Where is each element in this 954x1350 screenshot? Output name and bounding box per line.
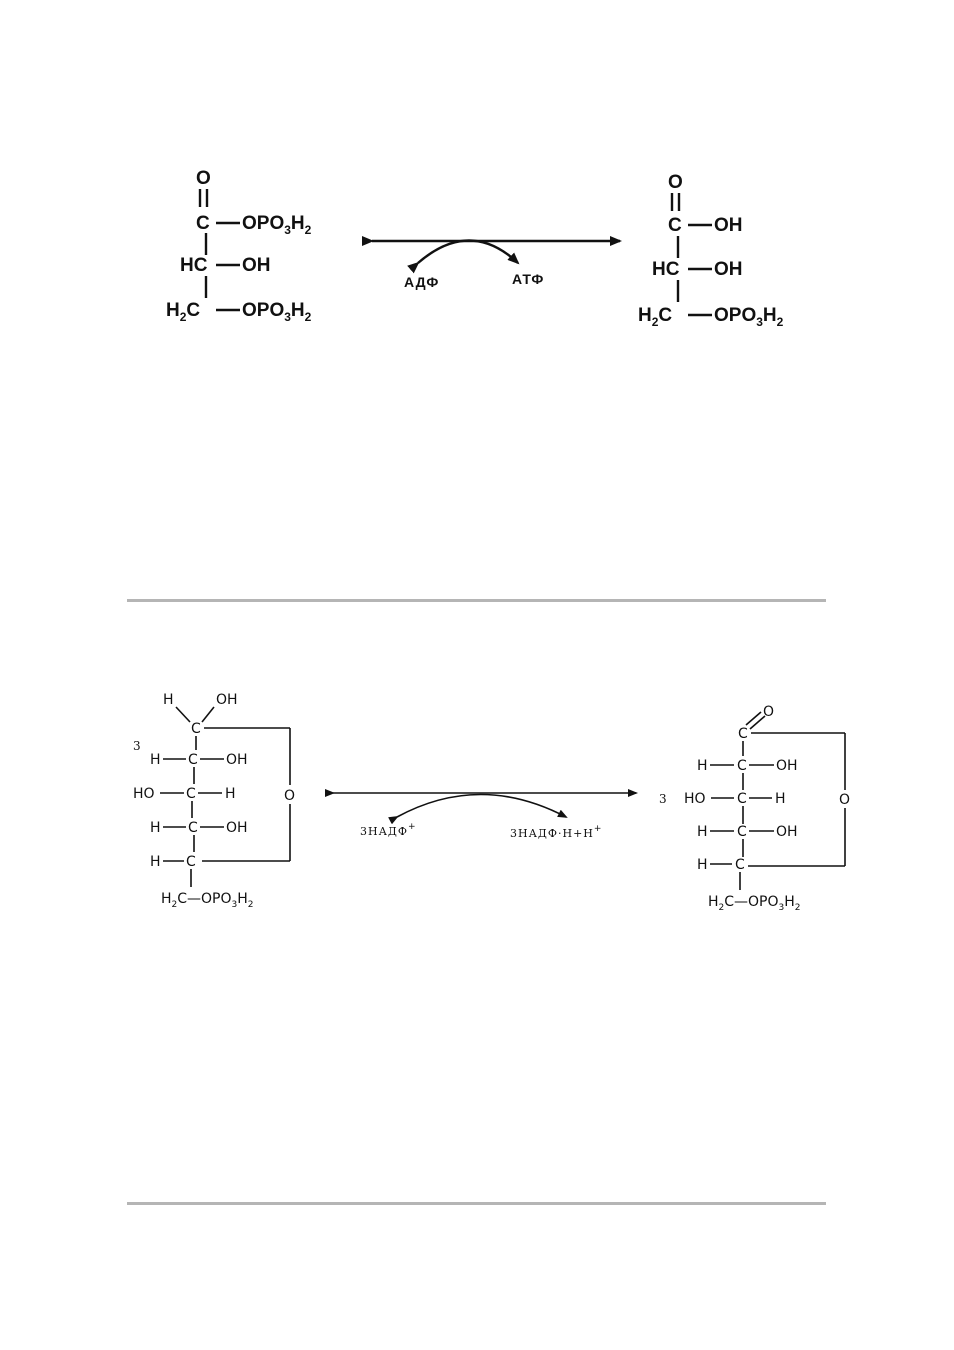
r1-carbon1: C xyxy=(196,213,210,234)
r2-product-coefficient: 3 xyxy=(659,792,667,806)
r1-c3-substituent: OPO3H2 xyxy=(242,300,312,324)
p1-top-oxygen: O xyxy=(668,172,683,193)
r2-cofactor-nadph: 3НАДФ·Н+Н+ xyxy=(510,824,602,840)
r1-cofactor-atp: АТФ xyxy=(512,271,544,287)
r2-c2: C xyxy=(188,752,198,768)
p2-c5: C xyxy=(735,857,745,873)
p1-carbon1: C xyxy=(668,215,682,236)
separator-2 xyxy=(127,1202,826,1205)
p2-carbonyl-bond-a xyxy=(745,711,762,726)
r2-c5-h: H xyxy=(150,854,161,870)
product1-structure: O C OH HC OH H2C OPO3H2 xyxy=(638,172,784,329)
p2-c6: H2C—OPO3H2 xyxy=(708,894,801,913)
p2-c3-h: H xyxy=(775,791,786,807)
r2-cofactor-nadp: 3НАДФ+ xyxy=(360,822,417,838)
r1-c2-substituent: OH xyxy=(242,255,271,276)
r2-cofactor-curve-arrow xyxy=(388,793,568,825)
r2-c4-oh: OH xyxy=(226,820,248,836)
reaction1: O C OPO3H2 HC OH H2C OPO3H2 АДФ АТФ O C xyxy=(166,168,784,329)
r2-anomeric-oh: OH xyxy=(216,692,238,708)
r2-c5: C xyxy=(186,854,196,870)
separator-1 xyxy=(127,599,826,602)
p2-c3-ho: HO xyxy=(684,791,706,807)
p2-ring-oxygen: O xyxy=(839,792,850,808)
p2-c4: C xyxy=(737,824,747,840)
r2-c3-h: H xyxy=(225,786,236,802)
p1-c3-substituent: OPO3H2 xyxy=(714,305,784,329)
p2-c5-h: H xyxy=(697,857,708,873)
reactant2-structure: H OH C O H C OH HO C H H C xyxy=(133,692,295,910)
r2-bond-c1-oh xyxy=(201,706,215,723)
p2-c2-oh: OH xyxy=(776,758,798,774)
r2-c3: C xyxy=(186,786,196,802)
r1-carbon2: HC xyxy=(180,255,208,276)
p2-c4-oh: OH xyxy=(776,824,798,840)
p2-carbonyl-oxygen: O xyxy=(763,704,774,720)
r2-anomeric-h: H xyxy=(163,692,174,708)
p2-c1: C xyxy=(738,726,748,742)
r2-c6: H2C—OPO3H2 xyxy=(161,891,254,910)
p2-carbonyl-bond-b xyxy=(749,715,766,730)
p1-c1-substituent: OH xyxy=(714,215,743,236)
reactant1-structure: O C OPO3H2 HC OH H2C OPO3H2 xyxy=(166,168,312,324)
r2-c2-h: H xyxy=(150,752,161,768)
p2-c2: C xyxy=(737,758,747,774)
r1-cofactor-adp: АДФ xyxy=(404,274,439,290)
p1-c2-substituent: OH xyxy=(714,259,743,280)
p2-c3: C xyxy=(737,791,747,807)
p2-c2-h: H xyxy=(697,758,708,774)
reaction2: 3 H OH C O H C OH HO C H H xyxy=(133,692,850,913)
p1-carbon3: H2C xyxy=(638,305,672,329)
r2-reactant-coefficient: 3 xyxy=(133,739,141,753)
p2-c4-h: H xyxy=(697,824,708,840)
r2-ring-oxygen: O xyxy=(284,788,295,804)
product2-structure: O C O H C OH HO C H H C OH xyxy=(684,704,850,913)
r1-c1-substituent: OPO3H2 xyxy=(242,213,312,237)
r2-c1: C xyxy=(191,721,201,737)
r2-c4-h: H xyxy=(150,820,161,836)
r2-c2-oh: OH xyxy=(226,752,248,768)
r2-c3-ho: HO xyxy=(133,786,155,802)
r1-carbon3: H2C xyxy=(166,300,200,324)
p1-carbon2: HC xyxy=(652,259,680,280)
r1-cofactor-curve-arrow xyxy=(407,239,520,274)
r2-bond-c1-h xyxy=(175,706,191,723)
r1-top-oxygen: O xyxy=(196,168,211,189)
r2-c4: C xyxy=(188,820,198,836)
